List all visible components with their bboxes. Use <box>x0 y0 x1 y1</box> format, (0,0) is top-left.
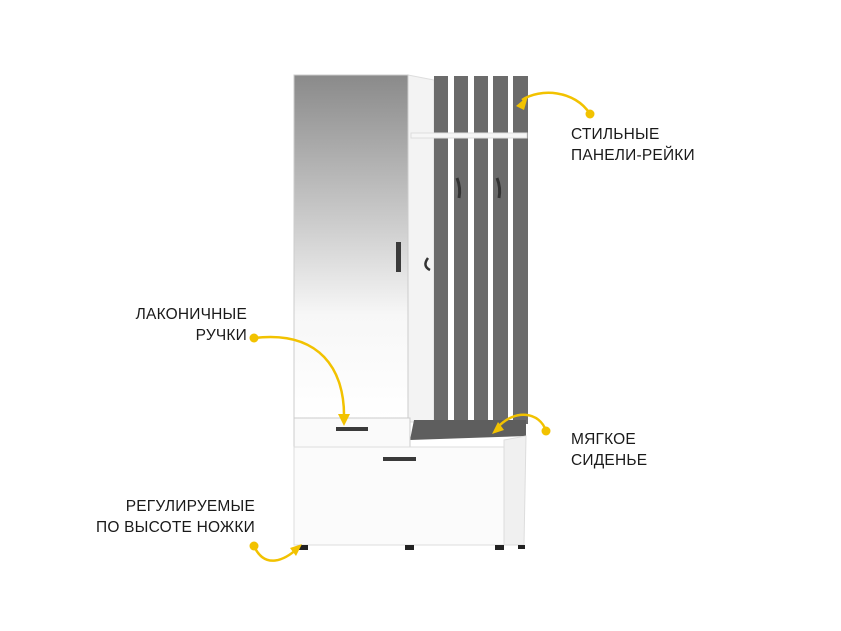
callout-seat-line2: СИДЕНЬЕ <box>571 452 648 469</box>
arrow-heads <box>290 96 528 556</box>
slat-panels <box>434 76 528 424</box>
leg <box>405 545 414 550</box>
leg <box>495 545 504 550</box>
callout-panels: СТИЛЬНЫЕ ПАНЕЛИ-РЕЙКИ <box>571 124 695 166</box>
callout-legs: РЕГУЛИРУЕМЫЕ ПО ВЫСОТЕ НОЖКИ <box>96 496 255 538</box>
drawer <box>293 417 411 449</box>
shelf <box>410 132 528 139</box>
hook-1 <box>455 177 462 199</box>
mirror-door <box>293 74 409 419</box>
wardrobe-side <box>407 74 435 423</box>
callout-handles-line2: РУЧКИ <box>195 327 247 344</box>
shoe-cabinet <box>293 446 505 546</box>
callout-seat: МЯГКОЕ СИДЕНЬЕ <box>571 429 647 471</box>
callout-panels-line2: ПАНЕЛИ-РЕЙКИ <box>571 147 695 164</box>
door-handle <box>396 242 401 272</box>
callout-panels-line1: СТИЛЬНЫЕ <box>571 126 660 143</box>
leg <box>299 545 308 550</box>
hook-2 <box>495 177 502 199</box>
callout-handles-line1: ЛАКОНИЧНЫЕ <box>135 306 247 323</box>
seat-cushion <box>410 420 526 440</box>
shoe-cabinet-side <box>503 435 527 546</box>
callout-legs-line1: РЕГУЛИРУЕМЫЕ <box>125 498 255 515</box>
callout-handles: ЛАКОНИЧНЫЕ РУЧКИ <box>136 304 247 346</box>
callout-dots <box>249 109 595 551</box>
callout-seat-line1: МЯГКОЕ <box>571 431 636 448</box>
drawer-handle <box>336 427 368 431</box>
callout-legs-line2: ПО ВЫСОТЕ НОЖКИ <box>96 519 255 536</box>
leg <box>518 545 525 549</box>
side-hook <box>424 257 431 272</box>
shoe-cabinet-handle <box>383 457 416 461</box>
